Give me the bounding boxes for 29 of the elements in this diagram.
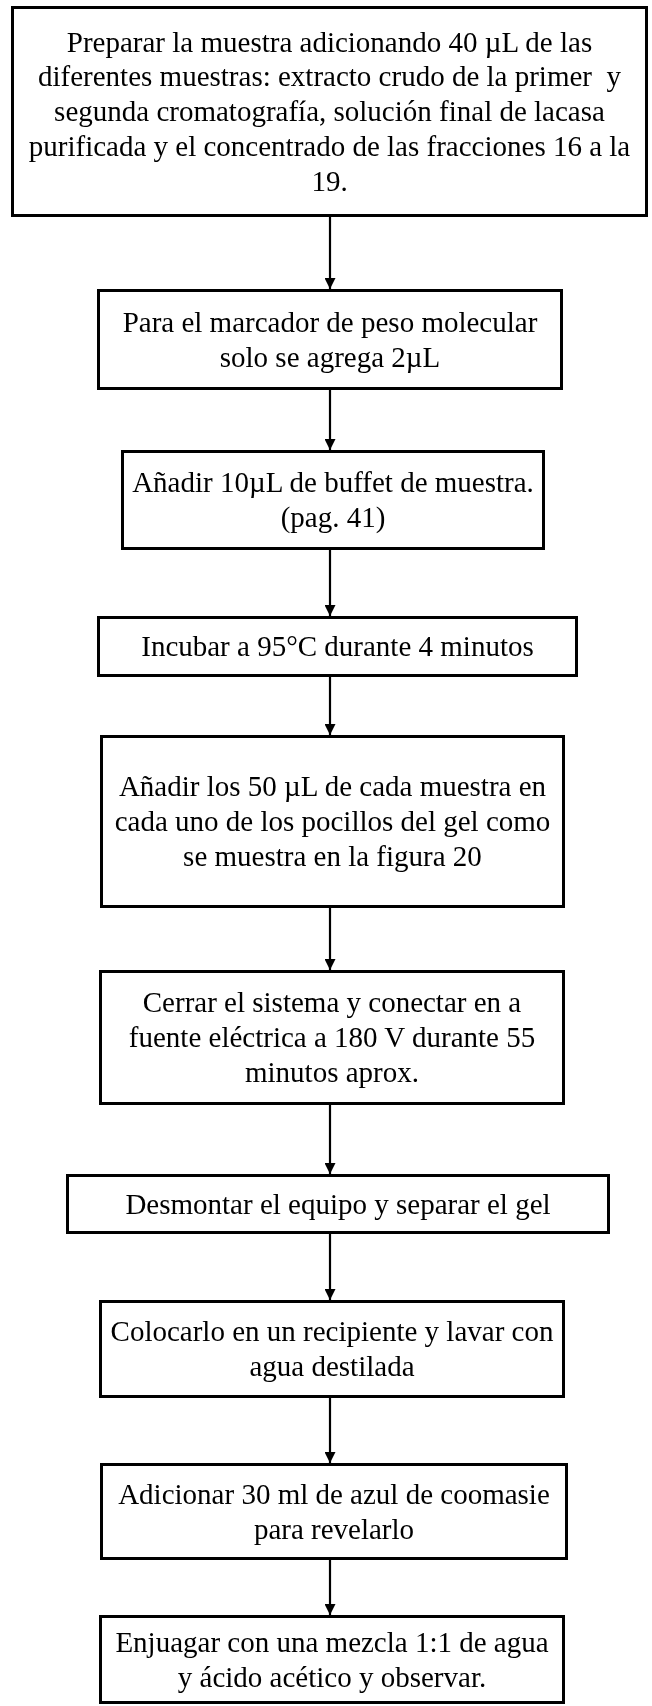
arrow — [324, 217, 336, 289]
arrow — [324, 550, 336, 616]
process-box — [97, 616, 578, 677]
process-box — [100, 1463, 568, 1560]
process-box — [66, 1174, 610, 1234]
step-text: Añadir 10µL de buffet de muestra. (pag. 41) — [132, 465, 534, 535]
step-text: Cerrar el sistema y conectar en a fuente eléctrica a 180 V durante 55 minutos aprox. — [127, 985, 537, 1090]
process-box — [99, 1300, 565, 1398]
process-box — [100, 735, 565, 908]
step-text: Adicionar 30 ml de azul de coomasie para revelarlo — [117, 1476, 551, 1547]
step-text: Añadir los 50 µL de cada muestra en cada uno de los pocillos del gel como se muestra en la figura 20 — [113, 769, 552, 874]
step-text: Incubar a 95°C durante 4 minutos — [141, 629, 534, 664]
process-box — [97, 289, 563, 390]
arrow — [324, 1560, 336, 1615]
process-box — [99, 970, 565, 1105]
process-box — [99, 1615, 565, 1704]
process-box — [11, 6, 648, 217]
step-text: Enjuagar con una mezcla 1:1 de agua y ácido acético y observar. — [114, 1624, 550, 1695]
arrow — [324, 390, 336, 450]
arrow — [324, 908, 336, 970]
step-text: Preparar la muestra adicionando 40 µL de las diferentes muestras: extracto crudo de la primer y segunda cromatografía, solución final de lacasa purificada y el concentrado de las fracciones 16 a la 19. — [27, 24, 632, 199]
step-text: Para el marcador de peso molecular solo se agrega 2µL — [121, 304, 539, 375]
arrow — [324, 1398, 336, 1463]
arrow — [324, 677, 336, 735]
arrow — [324, 1234, 336, 1300]
step-text: Colocarlo en un recipiente y lavar con agua destilada — [110, 1314, 554, 1384]
process-box — [121, 450, 545, 550]
arrow — [324, 1105, 336, 1174]
step-text: Desmontar el equipo y separar el gel — [125, 1186, 551, 1222]
